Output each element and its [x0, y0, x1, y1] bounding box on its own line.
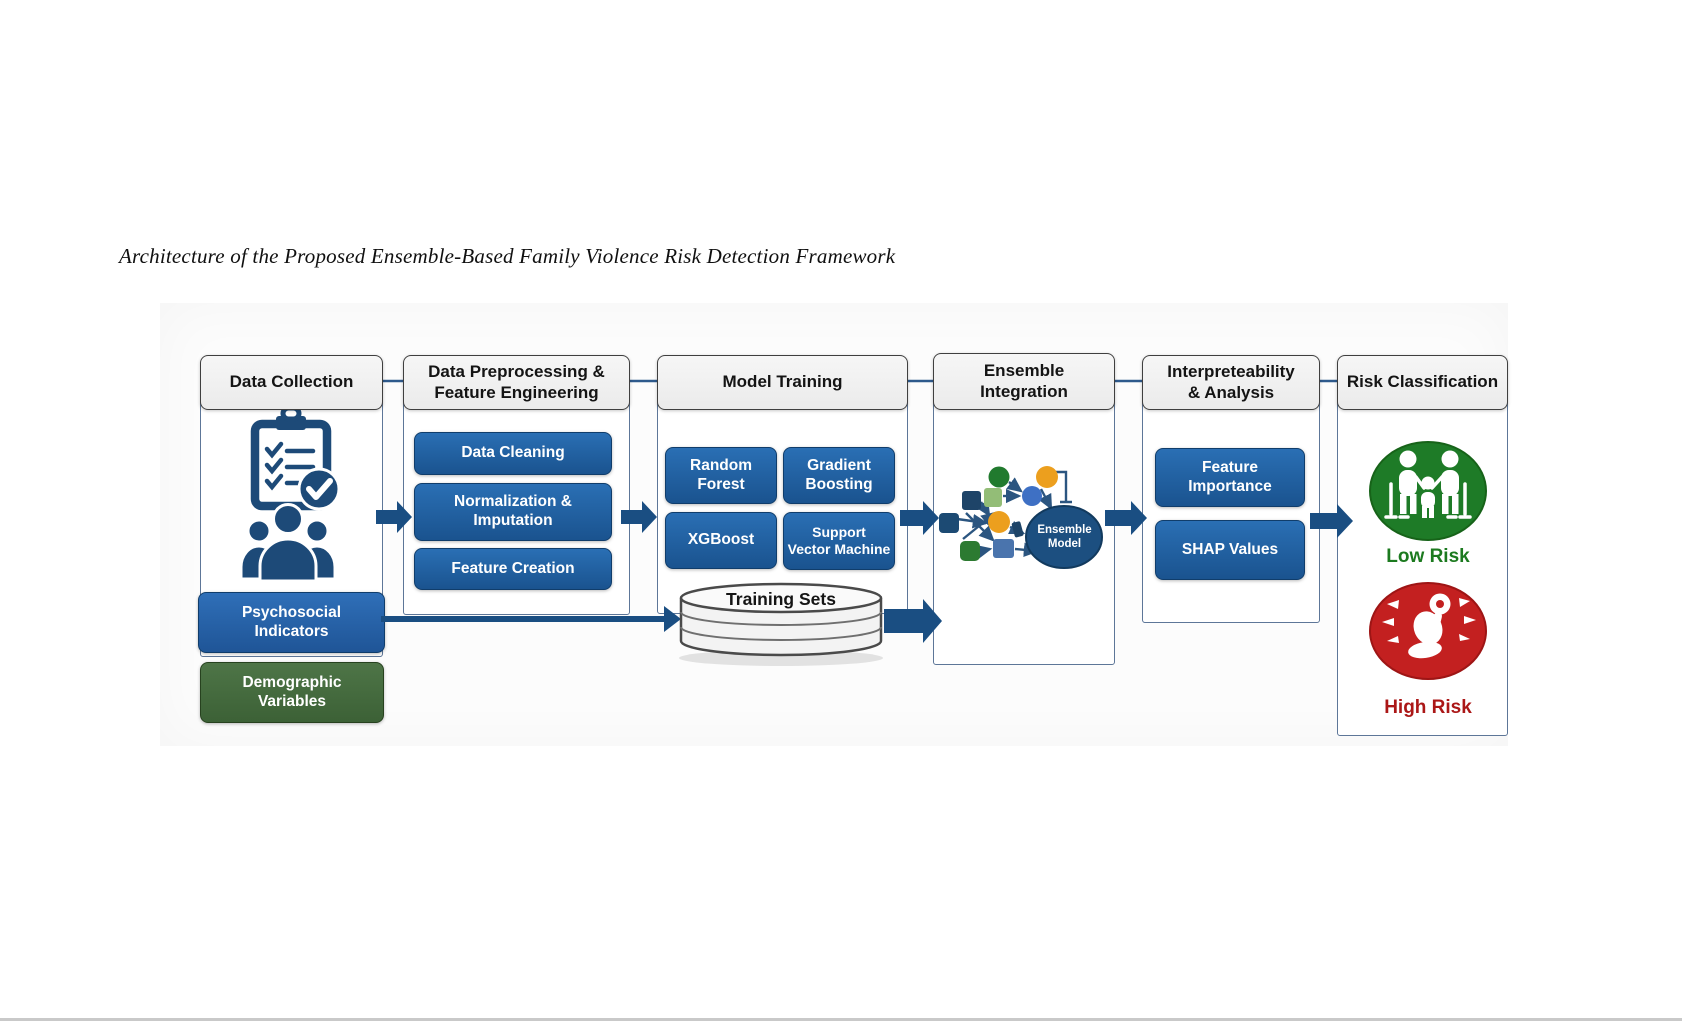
model-training-header: Model Training — [657, 355, 908, 410]
ensemble-integration-header: Ensemble Integration — [933, 353, 1115, 410]
interpretability-header: Interpreteability & Analysis — [1142, 355, 1320, 410]
low-risk-label: Low Risk — [1386, 546, 1470, 567]
feature-creation-box: Feature Creation — [414, 548, 612, 590]
shap-values-box: SHAP Values — [1155, 520, 1305, 580]
bottom-divider — [0, 1018, 1682, 1021]
risk-classification-header: Risk Classification — [1337, 355, 1508, 410]
diagram-title: Architecture of the Proposed Ensemble-Ba… — [119, 244, 896, 268]
feature-importance-box: Feature Importance — [1155, 448, 1305, 507]
support-vector-machine-box: Support Vector Machine — [783, 512, 895, 570]
gradient-boosting-box: Gradient Boosting — [783, 447, 895, 504]
demographic-variables-box: Demographic Variables — [200, 662, 384, 723]
training-sets-label: Training Sets — [726, 588, 836, 609]
xgboost-box: XGBoost — [665, 512, 777, 569]
data-cleaning-box: Data Cleaning — [414, 432, 612, 475]
data-collection-header: Data Collection — [200, 355, 383, 410]
normalization-imputation-box: Normalization & Imputation — [414, 483, 612, 541]
ensemble-model-label: Ensemble Model — [1037, 523, 1092, 550]
preprocessing-header: Data Preprocessing & Feature Engineering — [403, 355, 630, 410]
psychosocial-indicators-box: Psychosocial Indicators — [198, 592, 385, 653]
random-forest-box: Random Forest — [665, 447, 777, 504]
high-risk-label: High Risk — [1384, 697, 1472, 718]
